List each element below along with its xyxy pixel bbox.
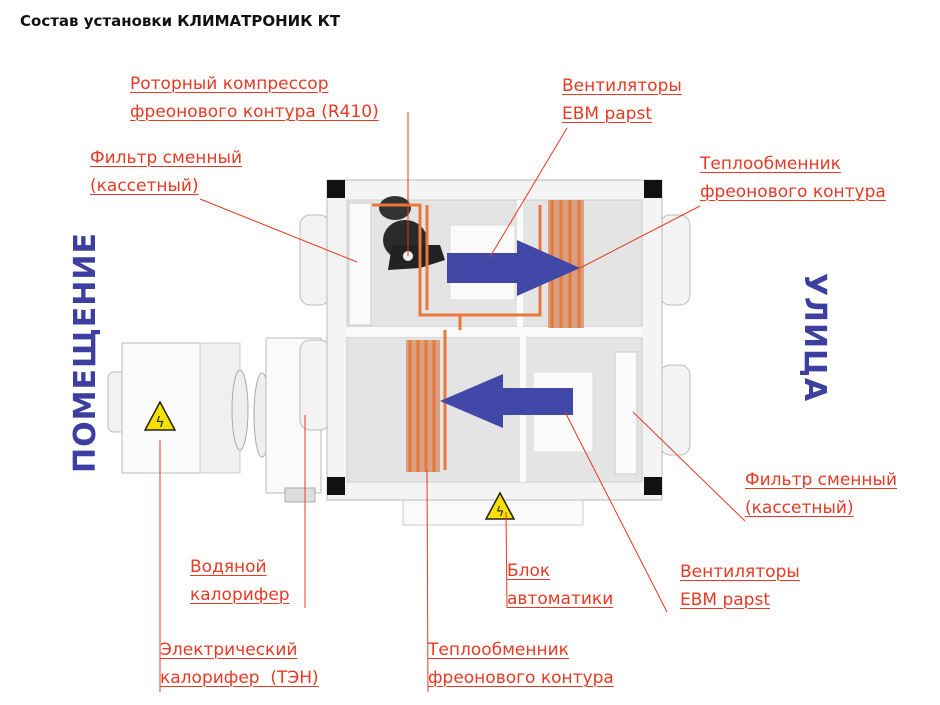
label-line: Фильтр сменный xyxy=(90,148,242,168)
label-line: Вентиляторы xyxy=(562,76,682,96)
label-line: фреонового контура xyxy=(700,182,886,202)
label-water-heater: Водяной калорифер xyxy=(190,553,290,609)
label-exchanger-bottom: Теплообменник фреонового контура xyxy=(428,636,614,692)
label-line: фреонового контура xyxy=(428,668,614,688)
page-title: Состав установки КЛИМАТРОНИК КТ xyxy=(20,12,341,30)
unit-frame: ϟ xyxy=(326,179,663,526)
side-label-room: ПОМЕЩЕНИЕ xyxy=(67,232,103,473)
label-automation: Блок автоматики xyxy=(507,557,613,613)
warning-icon xyxy=(484,491,516,520)
label-line: EBM papst xyxy=(562,104,652,124)
airflow-arrow-left xyxy=(440,374,573,428)
airflow-arrow-right xyxy=(447,240,580,296)
label-line: Вентиляторы xyxy=(680,562,800,582)
label-line: Электрический xyxy=(160,640,298,660)
svg-text:ϟ: ϟ xyxy=(496,505,505,520)
electric-heater: ϟ xyxy=(107,342,249,474)
label-line: Теплообменник xyxy=(428,640,569,660)
label-line: калорифер (ТЭН) xyxy=(160,668,319,688)
side-label-street: УЛИЦА xyxy=(797,272,833,403)
label-line: автоматики xyxy=(507,589,614,609)
label-line: фреонового контура (R410) xyxy=(130,102,379,122)
label-compressor: Роторный компрессор фреонового контура (R… xyxy=(130,70,379,126)
label-exchanger-top: Теплообменник фреонового контура xyxy=(700,150,886,206)
duct-collars xyxy=(299,214,691,456)
label-line: (кассетный) xyxy=(745,498,854,518)
label-line: Водяной xyxy=(190,557,267,577)
label-line: Теплообменник xyxy=(700,154,841,174)
label-line: калорифер xyxy=(190,585,290,605)
label-line: (кассетный) xyxy=(90,176,199,196)
label-line: Фильтр сменный xyxy=(745,470,897,490)
leader-lines xyxy=(159,112,746,693)
label-filter-left: Фильтр сменный (кассетный) xyxy=(90,144,242,200)
heat-exchanger-bottom xyxy=(406,340,440,472)
label-line: EBM papst xyxy=(680,590,770,610)
compressor xyxy=(379,196,445,270)
label-line: Роторный компрессор xyxy=(130,74,329,94)
svg-text:ϟ: ϟ xyxy=(155,415,164,431)
label-line: Блок xyxy=(507,561,551,581)
label-filter-right: Фильтр сменный (кассетный) xyxy=(745,466,897,522)
warning-icon xyxy=(143,400,177,431)
label-electric-heater: Электрический калорифер (ТЭН) xyxy=(160,636,319,692)
